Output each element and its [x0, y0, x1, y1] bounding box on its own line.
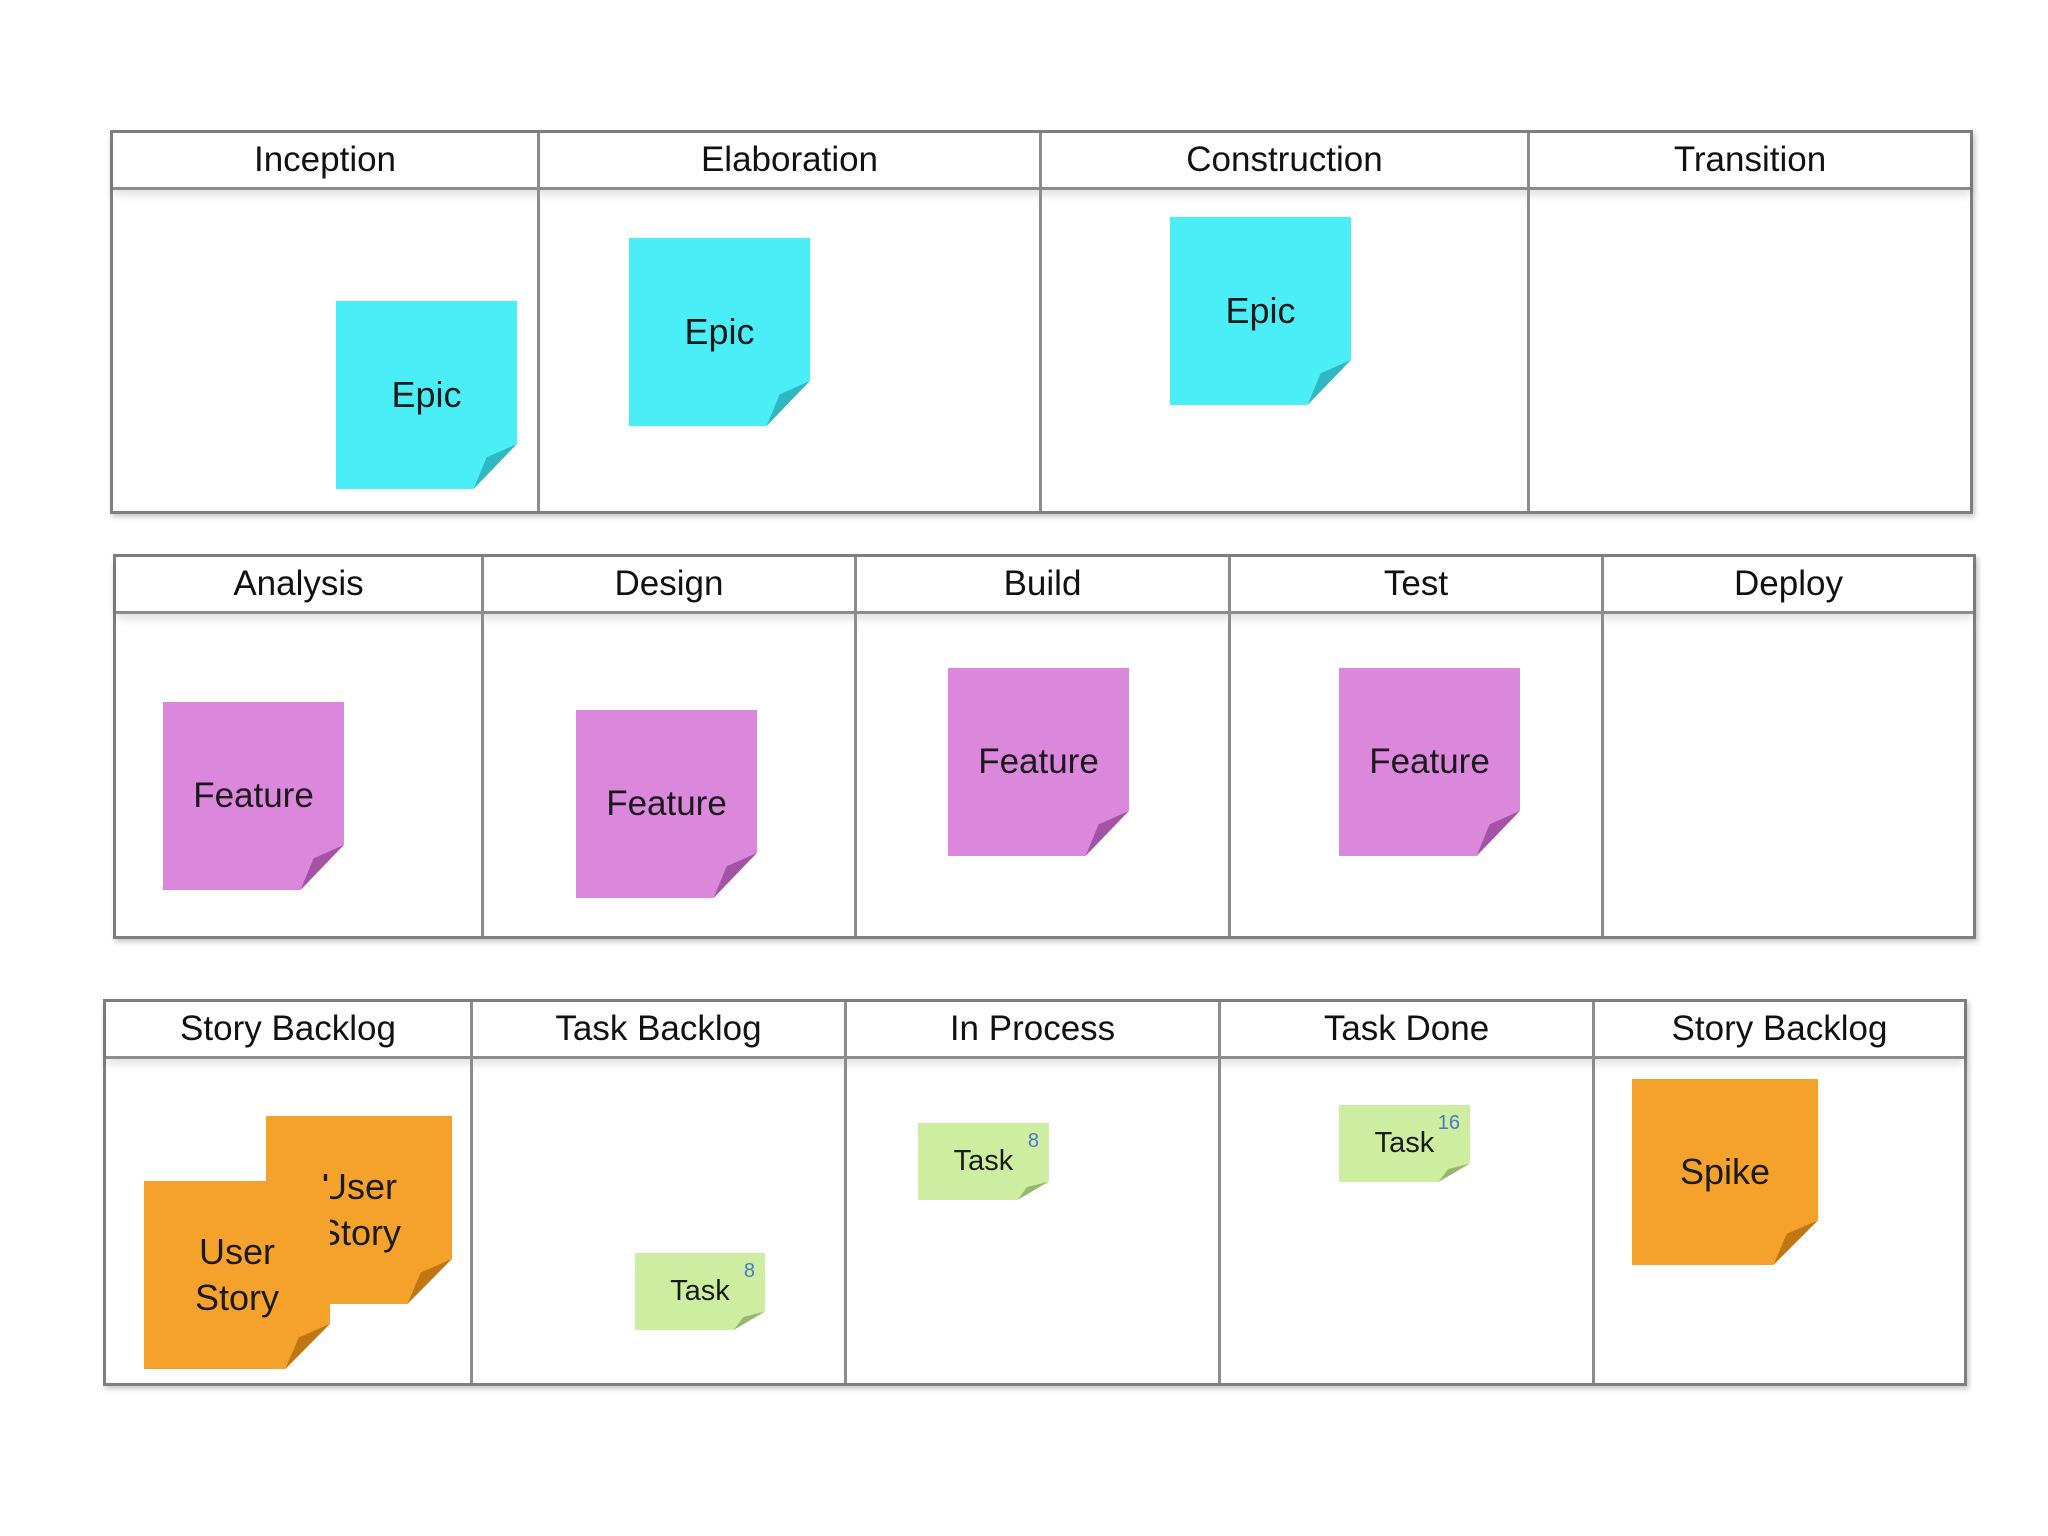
task-board-headers: Story Backlog Task Backlog In Process Ta… — [106, 1002, 1964, 1059]
phase-board: Inception Elaboration Construction Trans… — [110, 130, 1973, 514]
column-build — [857, 614, 1231, 936]
task-board: Story Backlog Task Backlog In Process Ta… — [103, 999, 1967, 1386]
column-header-elaboration: Elaboration — [540, 133, 1042, 187]
spike-note[interactable]: Spike — [1632, 1079, 1818, 1265]
column-header-in-process: In Process — [847, 1002, 1221, 1056]
user-story-note-label: User Story — [194, 1230, 280, 1318]
task-note-label: Task — [670, 1274, 730, 1307]
column-design — [484, 614, 857, 936]
feature-note[interactable]: Feature — [576, 710, 757, 898]
column-in-process — [847, 1059, 1221, 1383]
feature-note-label: Feature — [1369, 741, 1490, 781]
epic-note[interactable]: Epic — [336, 301, 517, 489]
column-header-story-backlog: Story Backlog — [106, 1002, 473, 1056]
column-task-backlog — [473, 1059, 847, 1383]
column-header-transition: Transition — [1673, 140, 1827, 179]
task-points-badge: 8 — [1027, 1130, 1039, 1152]
feature-note-label: Feature — [193, 775, 314, 815]
phase-board-headers: Inception Elaboration Construction Trans… — [113, 133, 1970, 190]
epic-note[interactable]: Epic — [1170, 217, 1351, 405]
feature-board-headers: Analysis Design Build Test Deploy — [116, 557, 1973, 614]
column-task-done — [1221, 1059, 1595, 1383]
column-elaboration — [540, 190, 1042, 511]
task-note[interactable]: Task 8 — [918, 1123, 1049, 1200]
column-header-design: Design — [484, 557, 857, 611]
column-analysis — [116, 614, 484, 936]
column-header-task-backlog: Task Backlog — [473, 1002, 847, 1056]
spike-note-label: Spike — [1679, 1150, 1771, 1192]
column-header-inception: Inception — [113, 133, 540, 187]
column-header-story-backlog-2: Story Backlog — [1671, 1009, 1888, 1048]
task-note[interactable]: Task 16 — [1339, 1105, 1470, 1182]
task-note-label: Task — [1374, 1126, 1435, 1159]
column-header-deploy: Deploy — [1734, 564, 1843, 603]
feature-note[interactable]: Feature — [948, 668, 1129, 856]
task-note-label: Task — [953, 1144, 1014, 1177]
column-header-task-done: Task Done — [1221, 1002, 1595, 1056]
task-points-badge: 16 — [1437, 1112, 1460, 1134]
user-story-note-label: User Story — [316, 1165, 402, 1253]
column-inception — [113, 190, 540, 511]
feature-note[interactable]: Feature — [163, 702, 344, 890]
column-header-build: Build — [857, 557, 1231, 611]
column-construction — [1042, 190, 1530, 511]
task-note[interactable]: Task 8 — [635, 1253, 765, 1330]
epic-note-label: Epic — [684, 310, 755, 352]
column-header-test: Test — [1231, 557, 1604, 611]
feature-board: Analysis Design Build Test Deploy Featur… — [113, 554, 1976, 939]
feature-note[interactable]: Feature — [1339, 668, 1520, 856]
epic-note[interactable]: Epic — [629, 238, 810, 426]
column-header-analysis: Analysis — [116, 557, 484, 611]
feature-note-label: Feature — [606, 783, 727, 823]
task-points-badge: 8 — [743, 1260, 755, 1282]
column-header-construction: Construction — [1042, 133, 1530, 187]
user-story-note[interactable]: User Story — [144, 1181, 330, 1369]
epic-note-label: Epic — [391, 373, 462, 415]
epic-note-label: Epic — [1225, 289, 1296, 331]
column-test — [1231, 614, 1604, 936]
column-story-backlog — [106, 1059, 473, 1383]
note-fold-corner — [1773, 1220, 1818, 1265]
feature-note-label: Feature — [978, 741, 1099, 781]
